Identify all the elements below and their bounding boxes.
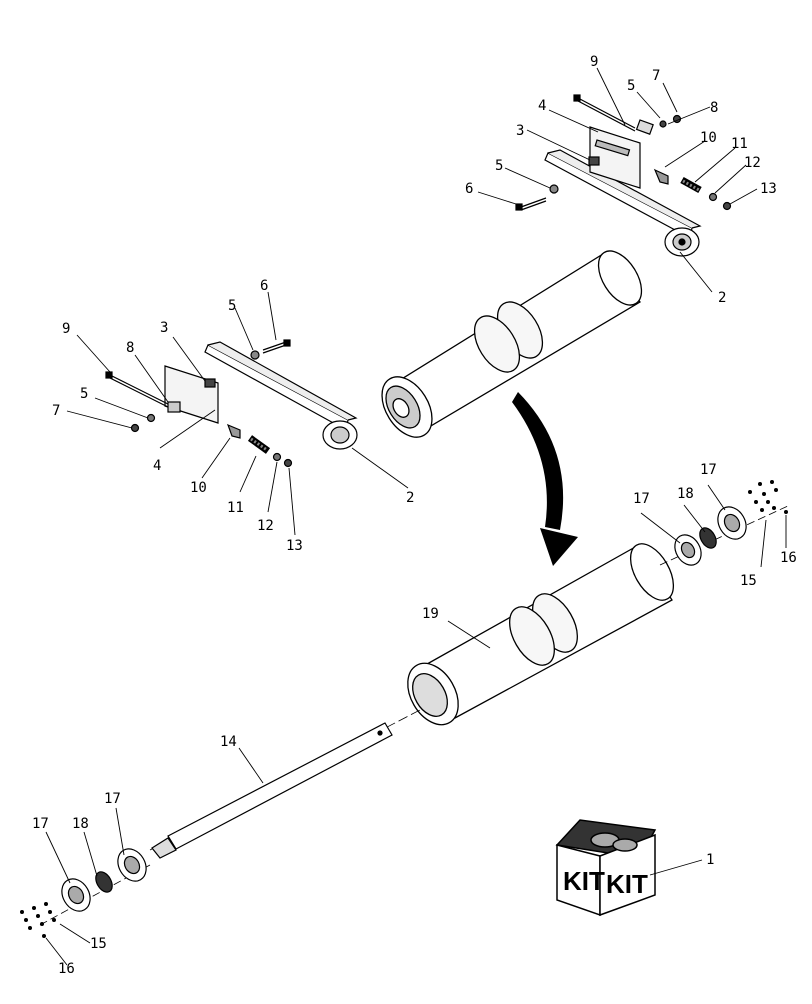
callout: 5 bbox=[80, 386, 88, 402]
callout: 11 bbox=[731, 136, 748, 152]
callout: 3 bbox=[516, 123, 524, 139]
left-arm-assembly bbox=[105, 339, 358, 468]
callout: 16 bbox=[780, 550, 797, 566]
callout: 4 bbox=[153, 458, 161, 474]
callout: 5 bbox=[495, 158, 503, 174]
callout: 5 bbox=[228, 298, 236, 314]
bolt-9-upper bbox=[577, 97, 636, 129]
callout: 5 bbox=[627, 78, 635, 94]
kit-label-left: KIT bbox=[563, 866, 605, 896]
callout: 8 bbox=[710, 100, 718, 116]
callout: 16 bbox=[58, 961, 75, 977]
callout: 13 bbox=[760, 181, 777, 197]
callout: 8 bbox=[126, 340, 134, 356]
bracket-plate-left bbox=[164, 365, 219, 424]
leader-lines bbox=[45, 67, 787, 966]
callout: 12 bbox=[744, 155, 761, 171]
left-bearing-set bbox=[20, 848, 151, 938]
callout: 10 bbox=[190, 480, 207, 496]
callout: 2 bbox=[406, 490, 414, 506]
callout: 6 bbox=[260, 278, 268, 294]
shaft bbox=[149, 709, 421, 859]
callout: 10 bbox=[700, 130, 717, 146]
callout: 4 bbox=[538, 98, 546, 114]
callout: 11 bbox=[227, 500, 244, 516]
callout: 12 bbox=[257, 518, 274, 534]
direction-arrow bbox=[512, 392, 578, 566]
callout: 2 bbox=[718, 290, 726, 306]
callout: 15 bbox=[740, 573, 757, 589]
callout: 3 bbox=[160, 320, 168, 336]
callout: 18 bbox=[72, 816, 89, 832]
callout: 17 bbox=[700, 462, 717, 478]
callout: 6 bbox=[465, 181, 473, 197]
callout: 18 bbox=[677, 486, 694, 502]
kit-box-icon: KIT KIT bbox=[555, 819, 657, 917]
callout: 17 bbox=[104, 791, 121, 807]
callout: 17 bbox=[32, 816, 49, 832]
kit-label-right: KIT bbox=[606, 869, 648, 899]
callout: 9 bbox=[590, 54, 598, 70]
upper-roller bbox=[381, 250, 643, 438]
callout: 7 bbox=[652, 68, 660, 84]
upper-right-arm-assembly bbox=[515, 94, 732, 257]
spring-upper bbox=[680, 176, 702, 194]
callout: 14 bbox=[220, 734, 237, 750]
callout: 1 bbox=[706, 852, 714, 868]
right-bearing-set bbox=[659, 480, 791, 566]
callout: 19 bbox=[422, 606, 439, 622]
callout: 17 bbox=[633, 491, 650, 507]
callout: 7 bbox=[52, 403, 60, 419]
callout: 9 bbox=[62, 321, 70, 337]
callout: 15 bbox=[90, 936, 107, 952]
callout-labels: 9 5 7 8 4 3 10 11 12 5 6 13 2 6 5 9 8 3 … bbox=[32, 54, 797, 977]
callout: 13 bbox=[286, 538, 303, 554]
lower-roller bbox=[407, 543, 675, 726]
arm-left bbox=[204, 344, 349, 431]
